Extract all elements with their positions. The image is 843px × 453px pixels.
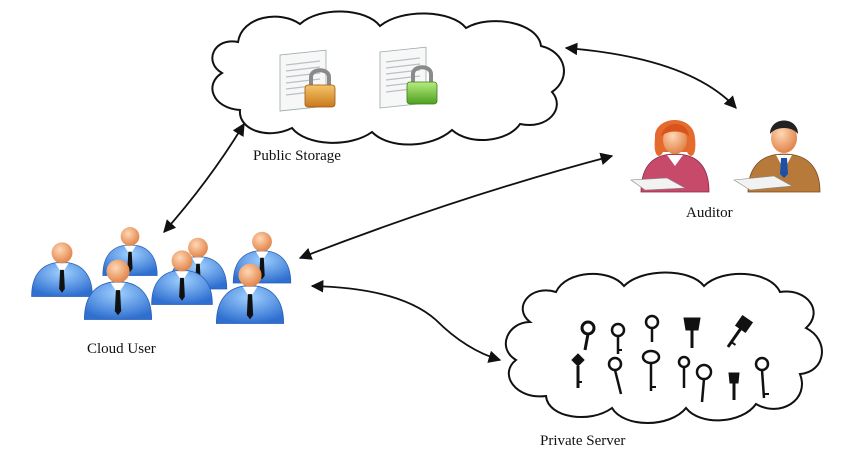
key-icon	[726, 314, 754, 348]
key-icon	[677, 355, 691, 388]
key-icon	[728, 372, 740, 400]
user-group-icon	[31, 226, 292, 325]
connectors	[163, 42, 737, 363]
arrow-user-private	[310, 279, 502, 363]
arrow-storage-auditor	[564, 42, 737, 109]
public-storage-label: Public Storage	[253, 148, 341, 164]
cloud-user-label: Cloud User	[87, 341, 156, 357]
man-auditor-icon	[733, 120, 821, 193]
arrow-user-storage	[163, 122, 245, 233]
key-icon	[607, 356, 623, 395]
key-icon	[641, 349, 661, 391]
arrow-user-auditor	[298, 152, 614, 260]
public-storage-cloud	[211, 10, 565, 146]
auditor-label: Auditor	[686, 205, 733, 221]
private-server-label: Private Server	[540, 433, 626, 449]
key-icon	[571, 353, 585, 388]
key-icon	[683, 317, 701, 348]
document-lock-icon	[279, 49, 336, 112]
key-icon	[754, 356, 770, 399]
key-icon	[644, 314, 660, 342]
document-lock-icon	[379, 46, 438, 109]
key-icon	[580, 320, 596, 351]
key-icon	[610, 322, 626, 354]
private-server-cloud	[504, 271, 823, 424]
woman-auditor-icon	[630, 119, 710, 193]
key-icons	[571, 314, 770, 403]
key-icon	[695, 363, 713, 403]
